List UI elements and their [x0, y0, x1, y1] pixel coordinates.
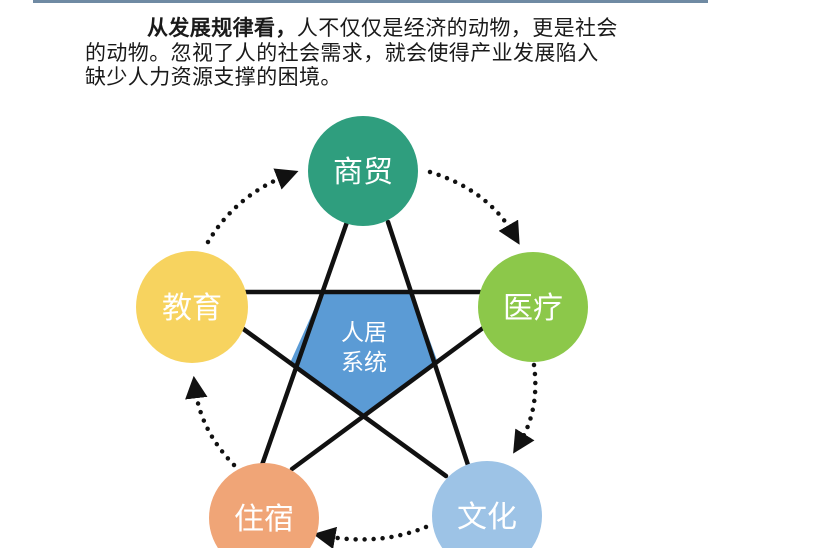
intro-line-3: 缺少人力资源支撑的困境。 — [85, 65, 342, 89]
arrow-medical-to-culture — [513, 362, 538, 454]
node-medical-label: 医疗 — [503, 291, 563, 326]
node-education-circle — [136, 251, 248, 363]
intro-line-1: 从发展规律看，人不仅仅是经济的动物，更是社会 — [85, 16, 655, 41]
center-label-line-2: 系统 — [341, 350, 387, 376]
top-divider-line — [33, 0, 708, 3]
node-commerce-label: 商贸 — [333, 155, 393, 190]
node-medical-circle — [478, 252, 588, 362]
intro-line-2: 的动物。忽视了人的社会需求，就会使得产业发展陷入 — [85, 40, 599, 65]
node-lodging: 住宿 — [209, 463, 319, 548]
center-pentagon — [290, 292, 438, 415]
node-commerce: 商贸 — [308, 116, 418, 226]
star-line-commerce-culture — [385, 219, 471, 468]
arrow-lodging-to-education — [185, 375, 237, 468]
star-line-commerce-lodging — [259, 219, 350, 468]
node-medical: 医疗 — [478, 252, 588, 362]
node-education: 教育 — [136, 251, 248, 363]
arrow-culture-to-lodging — [312, 524, 429, 548]
intro-bold-lead: 从发展规律看， — [147, 16, 297, 40]
arrow-education-to-commerce — [205, 168, 299, 245]
star-line-education-culture — [239, 325, 449, 479]
star-line-medical-lodging — [289, 325, 486, 472]
arrow-commerce-to-medical — [427, 169, 520, 245]
star-lines — [239, 219, 486, 479]
node-culture-label: 文化 — [457, 500, 517, 535]
intro-paragraph: 从发展规律看，人不仅仅是经济的动物，更是社会 的动物。忽视了人的社会需求，就会使… — [85, 16, 655, 90]
intro-line-1-rest: 人不仅仅是经济的动物，更是社会 — [296, 16, 618, 40]
node-culture: 文化 — [432, 461, 542, 548]
node-lodging-circle — [209, 463, 319, 548]
center-label-line-1: 人居 — [341, 320, 387, 346]
cycle-arrows — [185, 168, 538, 548]
node-lodging-label: 住宿 — [234, 502, 294, 537]
node-education-label: 教育 — [162, 291, 222, 326]
node-commerce-circle — [308, 116, 418, 226]
node-culture-circle — [432, 461, 542, 548]
